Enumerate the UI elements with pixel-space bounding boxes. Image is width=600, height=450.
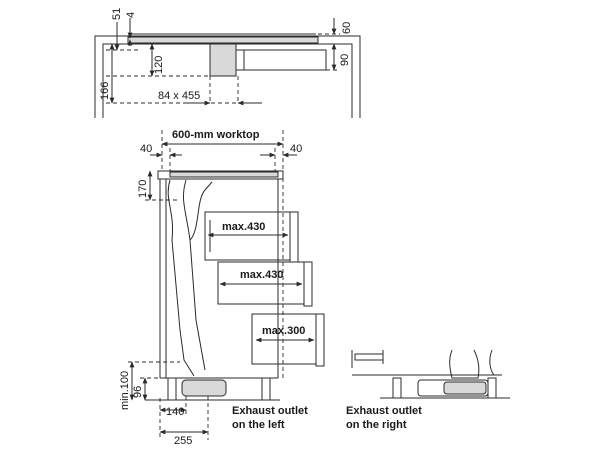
dim-96: 96 <box>132 386 144 398</box>
drawer-1-depth: max.430 <box>222 221 265 233</box>
right-rail <box>354 353 384 361</box>
drawer-3 <box>251 313 325 367</box>
top-hob-plate <box>127 36 319 44</box>
caption-left-line-1: Exhaust outlet <box>232 405 308 417</box>
drawer-3-depth: max.300 <box>262 325 305 337</box>
right-leg-left <box>392 377 402 399</box>
dim-140: 140 <box>166 406 184 418</box>
right-leg-right <box>487 377 497 399</box>
dim-51: 51 <box>111 8 123 20</box>
right-duct <box>449 349 480 379</box>
dim-255: 255 <box>174 435 192 447</box>
caption-left-line-2: on the left <box>232 419 285 431</box>
drawer-1 <box>204 211 299 263</box>
drawer-2-depth: max.430 <box>240 269 283 281</box>
exhaust-right <box>443 381 487 395</box>
dim-166: 166 <box>99 82 111 100</box>
exhaust-left <box>181 379 227 397</box>
caption-right-line-2: on the right <box>346 419 407 431</box>
top-view: 51 4 60 120 90 166 84 x 455 <box>94 8 361 118</box>
dim-4: 4 <box>125 12 137 18</box>
dim-40-right: 40 <box>290 143 302 155</box>
dim-90: 90 <box>339 54 351 66</box>
dim-120: 120 <box>153 56 165 74</box>
top-duct <box>235 49 327 71</box>
top-motor-block <box>209 43 237 77</box>
side-leg-right <box>261 377 271 401</box>
dim-40-left: 40 <box>140 143 152 155</box>
dim-60: 60 <box>341 22 353 34</box>
worktop-label: 600-mm worktop <box>172 129 260 141</box>
side-hob <box>169 171 279 178</box>
caption-right-line-1: Exhaust outlet <box>346 405 422 417</box>
side-leg-left <box>167 377 177 401</box>
right-view: Exhaust outlet on the right <box>346 349 510 431</box>
dim-min-100: min.100 <box>119 371 131 410</box>
side-view: 600-mm worktop 40 40 170 <box>119 129 325 447</box>
side-duct <box>167 179 206 377</box>
cutout-size: 84 x 455 <box>158 90 200 102</box>
side-cabinet <box>159 179 279 379</box>
drawer-2 <box>217 261 313 307</box>
dim-170: 170 <box>137 180 149 198</box>
